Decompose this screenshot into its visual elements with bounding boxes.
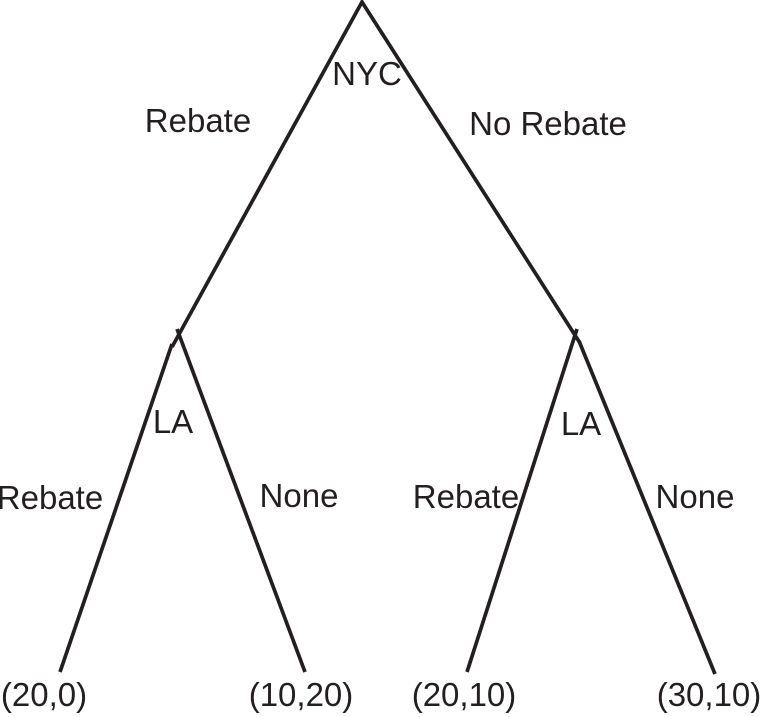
payoff-right-rebate: (20,10) xyxy=(411,676,517,713)
edge-label-left-rebate: Rebate xyxy=(0,479,104,516)
edge-label-right-rebate: Rebate xyxy=(412,478,520,515)
payoff-left-none: (10,20) xyxy=(248,676,354,713)
edge-label-root-rebate: Rebate xyxy=(144,102,252,139)
right-node-label: LA xyxy=(560,405,602,442)
edge-label-right-none: None xyxy=(655,478,735,515)
left-node-rebate-branch-line xyxy=(58,343,174,673)
root-node-label: NYC xyxy=(332,55,402,92)
left-node-label: LA xyxy=(152,403,194,440)
root-branches-line xyxy=(170,0,582,348)
edge-label-root-no-rebate: No Rebate xyxy=(469,105,627,142)
edge-label-left-none: None xyxy=(259,477,339,514)
payoff-right-none: (30,10) xyxy=(656,676,762,713)
right-node-none-branch-line xyxy=(577,340,717,675)
payoff-left-rebate: (20,0) xyxy=(0,676,88,713)
left-node-none-branch-line xyxy=(175,328,307,673)
right-node-rebate-branch-line xyxy=(465,328,579,673)
